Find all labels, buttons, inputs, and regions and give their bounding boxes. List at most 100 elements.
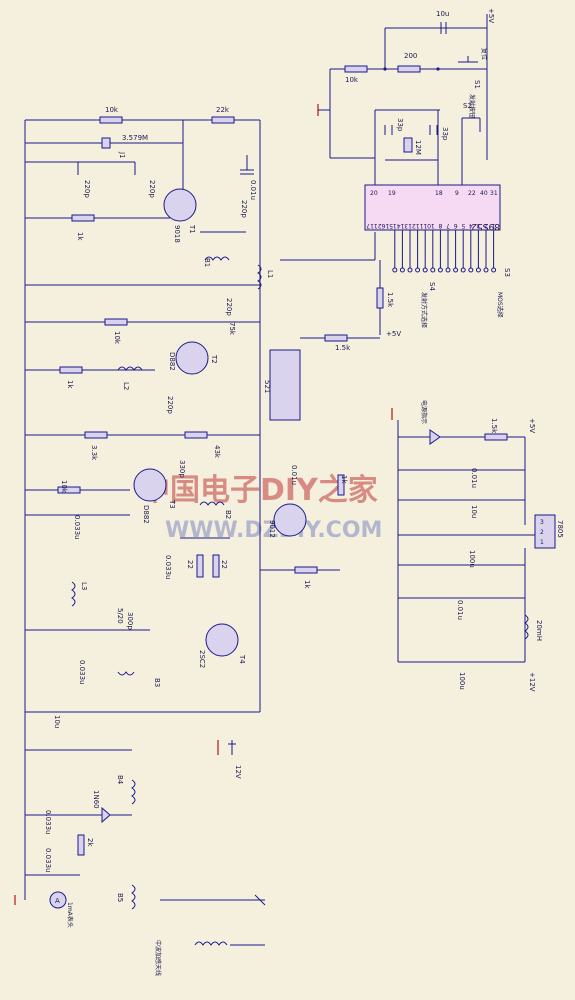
res-22-b: 22 <box>220 560 228 569</box>
switch-s3-desc: MOS选择 <box>496 292 504 318</box>
t4-type: 2SC2 <box>198 650 206 668</box>
t5-type: 9012 <box>268 520 276 538</box>
ic-pin-15: 15 <box>389 222 397 229</box>
switch-s3-label: S3 <box>503 268 511 277</box>
header-pin <box>399 267 405 273</box>
t2-label: T2 <box>210 354 218 364</box>
cap-100u-a: 100u <box>468 550 476 568</box>
svg-text:2: 2 <box>540 529 544 536</box>
header-pin <box>483 267 489 273</box>
transformer-b5: B5 <box>116 893 124 902</box>
cap-001-c: 0.01u <box>470 468 478 488</box>
battery-12v: 12V <box>234 765 242 779</box>
transistor-t1 <box>163 188 197 222</box>
transistor-t4 <box>205 623 239 657</box>
svg-text:31: 31 <box>490 190 498 197</box>
res-43k: 43k <box>213 445 221 459</box>
ic-pin-4: 4 <box>469 222 473 229</box>
ic-pin-5: 5 <box>461 222 465 229</box>
res-22-a: 22 <box>186 560 194 569</box>
svg-text:9: 9 <box>455 190 459 197</box>
ic-pin-10: 10 <box>427 222 435 229</box>
inductor-l1: L1 <box>266 270 274 278</box>
res-75k: 75k <box>228 322 236 336</box>
cap-220p-a: 220p <box>83 180 91 198</box>
svg-text:1: 1 <box>540 539 544 546</box>
switch-s4-desc: 发射方式选择 <box>420 292 428 328</box>
cap-220p-d: 220p <box>225 298 233 316</box>
transformer-b2: B2 <box>224 510 232 519</box>
cap-100u-b: 100u <box>458 672 466 690</box>
header-pin <box>491 267 497 273</box>
cap-001-osc: 0.01u <box>249 180 257 200</box>
header-pin <box>445 267 451 273</box>
switch-s1-label: S1 <box>473 80 481 89</box>
diode-1n60: 1N60 <box>92 790 100 809</box>
res-10k-t2: 10k <box>113 331 121 345</box>
ic-pin-11: 11 <box>419 222 427 229</box>
res-1k-bot: 1k <box>303 580 311 589</box>
ic-pin-1: 1 <box>492 222 496 229</box>
mcu-section: 10u +5V 10k 200 S1 复位 33p 33p 12M <box>280 8 511 338</box>
res-200: 200 <box>404 52 417 60</box>
transformer-b4: B4 <box>116 775 124 785</box>
res-1k-osc: 1k <box>76 232 84 241</box>
meter-desc: 1mA表头 <box>66 902 74 928</box>
meter-label: A <box>55 897 60 905</box>
vcc5-top-label: +5V <box>487 8 495 23</box>
header-pin <box>437 267 443 273</box>
ic-89s52 <box>364 184 501 231</box>
cap-10u-bottom: 10u <box>53 715 61 728</box>
svg-text:18: 18 <box>435 190 443 197</box>
cap-10u-top: 10u <box>436 10 449 18</box>
label-521: 521 <box>263 380 271 393</box>
cap-300p: 300p <box>126 612 134 630</box>
optocoupler <box>269 349 301 421</box>
header-pin <box>415 267 421 273</box>
t4-label: T4 <box>238 654 246 664</box>
regulator-7805 <box>534 514 556 549</box>
svg-text:3: 3 <box>540 519 544 526</box>
antenna-desc: 中波加感天线 <box>154 940 162 976</box>
vcc12-right-label: +12V <box>528 672 536 692</box>
inductor-l2: L2 <box>122 382 130 390</box>
cap-220p-b: 220p <box>148 180 156 198</box>
res-10k-osc: 10k <box>105 106 119 114</box>
ic-pin-7: 7 <box>446 222 450 229</box>
ic-pin-21: 21 <box>374 222 382 229</box>
t3-label: T3 <box>168 499 176 509</box>
res-2k: 2k <box>86 838 94 847</box>
res-1k5-opto: 1.5k <box>335 344 351 352</box>
cap-001-d: 0.01u <box>456 600 464 620</box>
header-pin <box>392 267 398 273</box>
svg-text:40: 40 <box>480 190 488 197</box>
ic-pin-3: 3 <box>476 222 480 229</box>
cap-330p: 330p <box>178 460 186 478</box>
switch-s2-desc: 发射按钮 <box>468 94 476 118</box>
ic-pin-2: 2 <box>484 222 488 229</box>
crystal-3579: 3.579M <box>122 134 148 142</box>
cap-001-b: 0.01u <box>290 465 298 485</box>
cap-0033-c: 0.033u <box>78 660 86 684</box>
ic-pin-6: 6 <box>454 222 458 229</box>
transformer-b3: B3 <box>153 678 161 687</box>
header-pin <box>475 267 481 273</box>
header-pin <box>453 267 459 273</box>
inductor-20mh: 20mH <box>535 620 543 641</box>
res-22k: 22k <box>216 106 230 114</box>
led-desc: 电源指示 <box>420 400 428 424</box>
cap-0033-b: 0.033u <box>164 555 172 579</box>
cap-0033-e: 0.033u <box>44 848 52 872</box>
switch-s2-label: S2 <box>463 102 472 110</box>
header-pin <box>407 267 413 273</box>
t3-type: D882 <box>142 505 150 524</box>
cap-10u-c: 10u <box>470 505 478 518</box>
ic-pin-8: 8 <box>438 222 442 229</box>
svg-text:20: 20 <box>370 190 378 197</box>
ic-pin-13: 13 <box>404 222 412 229</box>
header-pin <box>460 267 466 273</box>
ic-pin-12: 12 <box>412 222 420 229</box>
res-1k5-led: 1.5k <box>490 418 498 434</box>
res-1k5-ic: 1.5k <box>386 292 394 308</box>
header-pin <box>468 267 474 273</box>
